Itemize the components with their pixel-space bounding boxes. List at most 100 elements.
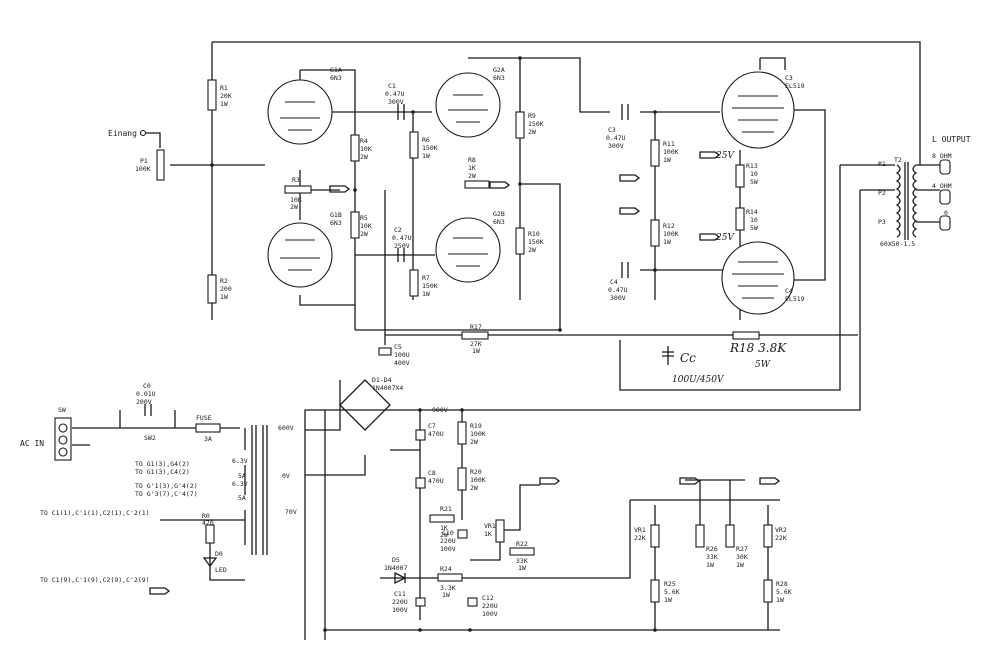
trimmer-vr1[interactable] [495, 519, 505, 543]
r8-watt: 2W [468, 172, 476, 180]
r11-value: 100K [663, 148, 679, 156]
r6-value: 150K [422, 144, 438, 152]
resistors: R1 20K 1W R2 200 1W R4 10K 2W R5 10K 2W … [207, 79, 760, 355]
r1-value: 20K [220, 92, 232, 100]
vr1-value: 1K [484, 530, 492, 538]
r2-watt: 1W [220, 293, 228, 301]
trimmer-vr-left[interactable] [650, 524, 660, 548]
r8-value: 1K [468, 164, 476, 172]
r24-label: R24 [440, 565, 452, 573]
heater-note-2: TO G1(3),C4(2) [135, 468, 190, 476]
switch-label: SW [58, 406, 66, 414]
c3-tube-label: C3 [785, 74, 793, 82]
r2-label: R2 [220, 277, 228, 285]
r17-label: R17 [470, 323, 482, 331]
r8-label: R8 [468, 156, 476, 164]
capacitor-c11 [415, 597, 426, 607]
r11-watt: 1W [663, 156, 671, 164]
c5-volt: 400V [394, 359, 410, 367]
r14-watt: 5W [750, 224, 758, 232]
r22-watt: 1W [518, 564, 526, 572]
pin-icon [58, 447, 68, 457]
r7-value: 150K [422, 282, 438, 290]
output-jacks: L OUTPUT 8 OHM 4 OHM 0 [932, 135, 971, 231]
resistor-r20 [457, 467, 467, 491]
amp-5-b: 5A [238, 494, 246, 502]
r18-note: R18 3.8K [729, 341, 787, 355]
connector-arrow-icon [619, 207, 641, 215]
capacitor-c7 [415, 429, 426, 441]
r7-label: R7 [422, 274, 430, 282]
speaker-jack-0[interactable] [939, 215, 951, 231]
r27-watt: 1W [736, 561, 744, 569]
vr2-label: VR2 [775, 526, 787, 534]
c1-volt: 300V [388, 98, 404, 106]
resistor-r21 [429, 514, 455, 523]
r11-label: R11 [663, 140, 675, 148]
p1-value: 100K [135, 165, 151, 173]
resistor-r28 [763, 579, 773, 603]
output-transformer: P1 P2 P3 T2 60X50-1.5 [878, 156, 940, 248]
c4-value: 0.47U [608, 286, 628, 294]
connector-arrow-icon [619, 174, 641, 182]
led-icon [202, 557, 218, 568]
r17-value: 27K [470, 340, 482, 348]
r14-value: 10 [750, 216, 758, 224]
tube-g1b [267, 222, 333, 288]
c2-value: 0.47U [392, 234, 412, 242]
c10-label: C10 [442, 529, 454, 537]
speaker-jack-8ohm[interactable] [939, 159, 951, 175]
r19-label: R19 [470, 422, 482, 430]
r13-watt: 5W [750, 178, 758, 186]
tube-g2b [435, 217, 501, 283]
d5-type: 1N4007 [384, 564, 408, 572]
r6-watt: 1W [422, 152, 430, 160]
r24-watt: 1W [442, 591, 450, 599]
capacitor-c5 [378, 347, 392, 356]
c11-volt: 100V [392, 606, 408, 614]
tube-c4-el519 [721, 241, 795, 315]
g2b-label: G2B [493, 210, 505, 218]
fuse-value: 3A [204, 435, 212, 443]
c3-volt: 300V [608, 142, 624, 150]
trimmer-vr2[interactable] [763, 524, 773, 548]
c2-volt: 250V [394, 242, 410, 250]
handwritten-annotations: R18 3.8K 5W Cc 100U/450V [662, 341, 787, 385]
c2-label: C2 [394, 226, 402, 234]
g2a-label: G2A [493, 66, 505, 74]
r10-watt: 2W [528, 246, 536, 254]
t2-type: 60X50-1.5 [880, 240, 915, 248]
g2a-type: 6N3 [493, 74, 505, 82]
c5-label: C5 [394, 343, 402, 351]
r12-label: R12 [663, 222, 675, 230]
c5-value: 100U [394, 351, 410, 359]
connector-arrow-icon [149, 587, 171, 595]
r1-watt: 1W [220, 100, 228, 108]
p2-tap: P2 [878, 189, 886, 197]
capacitor-c10 [457, 529, 468, 539]
r10-value: 150K [528, 238, 544, 246]
r28-value: 5.6K [776, 588, 792, 596]
volt-900: 900V [432, 406, 448, 414]
input-label: Einang [108, 129, 137, 138]
volt-600: 600V [278, 424, 294, 432]
p3-tap: P3 [878, 218, 886, 226]
c1-label: C1 [388, 82, 396, 90]
r20-watt: 2W [470, 484, 478, 492]
r4-label: R4 [360, 137, 368, 145]
c10-volt: 100V [440, 545, 456, 553]
capacitor-c8 [415, 477, 426, 489]
sw2-label: SW2 [144, 434, 156, 442]
heater-note-3: TO G'1(3),G'4(2) [135, 482, 198, 490]
c10-value: 220U [440, 537, 456, 545]
heater-note-1: TO G1(3),G4(2) [135, 460, 190, 468]
r13-label: R13 [746, 162, 758, 170]
r20-label: R20 [470, 468, 482, 476]
amp-5-a: 5A [238, 472, 246, 480]
c3-tube-type: EL519 [785, 82, 805, 90]
d0-label: D0 [215, 550, 223, 558]
c6-note: Cc [680, 351, 696, 365]
r4-watt: 2W [360, 153, 368, 161]
speaker-jack-4ohm[interactable] [939, 189, 951, 205]
